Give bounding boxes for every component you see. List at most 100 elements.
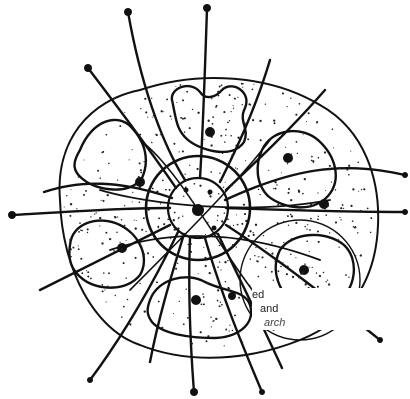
stipple-dot	[188, 244, 190, 246]
stipple-dot	[124, 112, 125, 113]
stipple-dot	[287, 106, 288, 107]
stipple-dot	[311, 160, 313, 162]
stipple-dot	[86, 270, 87, 271]
stipple-dot	[210, 171, 212, 173]
stipple-dot	[129, 245, 131, 247]
stipple-dot	[121, 248, 123, 250]
stipple-dot	[216, 257, 217, 258]
stipple-dot	[280, 266, 282, 268]
stipple-dot	[219, 245, 221, 247]
stipple-dot	[140, 301, 142, 303]
granule	[205, 127, 215, 137]
stipple-dot	[215, 158, 217, 160]
stipple-dot	[147, 252, 149, 254]
stipple-dot	[121, 219, 123, 221]
stipple-dot	[231, 184, 233, 186]
stipple-dot	[124, 205, 125, 206]
stipple-dot	[209, 195, 211, 197]
stipple-dot	[253, 234, 255, 236]
stipple-dot	[121, 316, 123, 318]
stipple-dot	[175, 268, 177, 270]
stipple-dot	[242, 342, 243, 343]
stipple-dot	[249, 285, 250, 286]
stipple-dot	[328, 283, 330, 285]
stipple-dot	[274, 260, 276, 262]
stipple-dot	[147, 117, 148, 118]
stipple-dot	[131, 316, 133, 318]
stipple-dot	[333, 169, 334, 170]
stipple-dot	[165, 189, 167, 191]
stipple-dot	[129, 323, 131, 325]
stipple-dot	[257, 260, 259, 262]
stipple-dot	[87, 232, 88, 233]
stipple-dot	[343, 208, 344, 209]
fiber	[189, 238, 194, 392]
stipple-dot	[251, 165, 252, 166]
stipple-dot	[207, 335, 209, 337]
stipple-dot	[255, 224, 257, 226]
stipple-dot	[232, 244, 233, 245]
stipple-dot	[297, 207, 298, 208]
stipple-dot	[177, 227, 179, 229]
stipple-dot	[85, 190, 87, 192]
stipple-dot	[64, 207, 65, 208]
stipple-dot	[325, 214, 327, 216]
stipple-dot	[225, 182, 226, 183]
stipple-dot	[243, 122, 245, 124]
stipple-dot	[205, 234, 206, 235]
stipple-dot	[221, 220, 223, 222]
stipple-dot	[219, 172, 220, 173]
stipple-dot	[324, 207, 326, 209]
stipple-dot	[183, 323, 185, 325]
stipple-dot	[259, 120, 261, 122]
stipple-dot	[352, 220, 354, 222]
stipple-dot	[318, 241, 320, 243]
stipple-dot	[268, 170, 269, 171]
stipple-dot	[100, 190, 101, 191]
stipple-dot	[298, 189, 300, 191]
caption-line-2: and	[252, 302, 410, 316]
stipple-dot	[174, 212, 176, 214]
stipple-dot	[271, 242, 273, 244]
stipple-dot	[286, 273, 288, 275]
stipple-dot	[258, 189, 260, 191]
stipple-dot	[271, 253, 273, 255]
stipple-dot	[273, 280, 274, 281]
stipple-dot	[260, 139, 262, 141]
stipple-dot	[170, 238, 171, 239]
stipple-dot	[346, 169, 348, 171]
stipple-dot	[101, 200, 102, 201]
stipple-dot	[311, 156, 313, 158]
stipple-dot	[352, 188, 354, 190]
stipple-dot	[198, 273, 199, 274]
stipple-dot	[94, 214, 95, 215]
stipple-dot	[233, 105, 234, 106]
stipple-dot	[235, 167, 236, 168]
stipple-dot	[144, 98, 146, 100]
stipple-dot	[124, 225, 126, 227]
stipple-dot	[105, 232, 107, 234]
stipple-dot	[361, 189, 362, 190]
stipple-dot	[287, 192, 289, 194]
stipple-dot	[139, 134, 141, 136]
stipple-dot	[78, 245, 79, 246]
stipple-dot	[192, 109, 193, 110]
stipple-dot	[348, 277, 349, 278]
stipple-dot	[227, 218, 229, 220]
stipple-dot	[217, 300, 219, 302]
granule	[228, 292, 236, 300]
stipple-dot	[150, 232, 151, 233]
stipple-dot	[109, 238, 111, 240]
stipple-dot	[132, 192, 133, 193]
stipple-dot	[79, 210, 81, 212]
stipple-dot	[215, 318, 217, 320]
stipple-dot	[232, 330, 233, 331]
stipple-dot	[230, 135, 232, 137]
stipple-dot	[174, 228, 176, 230]
stipple-dot	[265, 248, 266, 249]
stipple-dot	[78, 176, 80, 178]
stipple-dot	[204, 139, 205, 140]
stipple-dot	[87, 228, 89, 230]
stipple-dot	[103, 272, 105, 274]
stipple-dot	[101, 152, 102, 153]
